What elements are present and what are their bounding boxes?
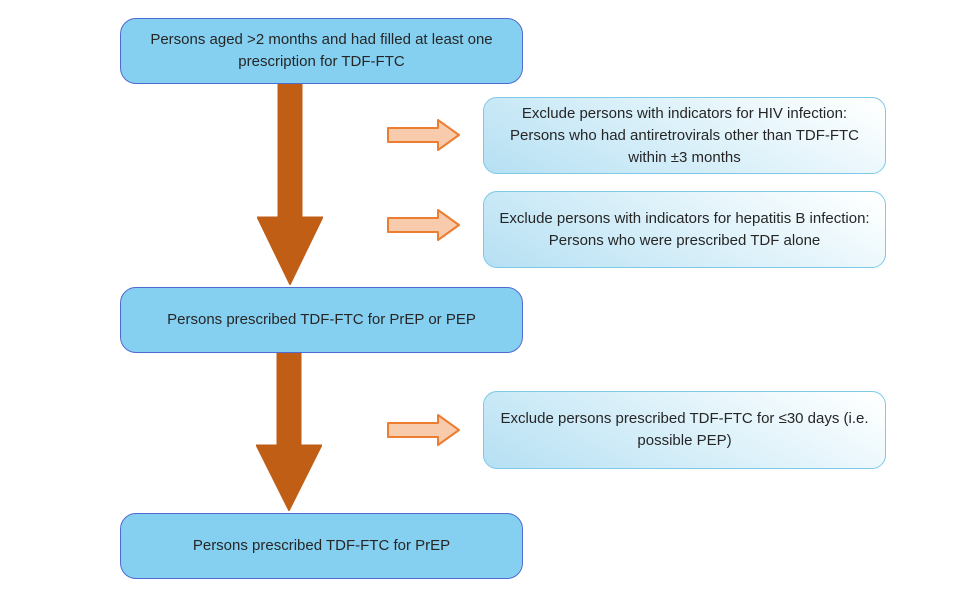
down-arrow-1-icon [257, 84, 323, 285]
flow-box-prep-or-pep: Persons prescribed TDF-FTC for PrEP or P… [120, 287, 523, 353]
flow-box-prep-text: Persons prescribed TDF-FTC for PrEP [192, 537, 451, 554]
exclusion-box-hepatitis-b-text: Exclude persons with indicators for hepa… [499, 209, 870, 249]
exclude-arrow-3-icon [387, 414, 460, 446]
exclusion-box-pep: Exclude persons prescribed TDF-FTC for ≤… [483, 391, 886, 469]
flow-box-prep: Persons prescribed TDF-FTC for PrEP [120, 513, 523, 579]
exclude-arrow-1-icon [387, 119, 460, 151]
flow-box-prep-or-pep-text: Persons prescribed TDF-FTC for PrEP or P… [167, 311, 476, 328]
down-arrow-2-icon [256, 353, 322, 511]
exclusion-box-hepatitis-b: Exclude persons with indicators for hepa… [483, 191, 886, 268]
flow-box-population: Persons aged >2 months and had filled at… [120, 18, 523, 84]
exclude-arrow-2-icon [387, 209, 460, 241]
exclusion-box-pep-text: Exclude persons prescribed TDF-FTC for ≤… [500, 410, 869, 449]
flow-box-population-text: Persons aged >2 months and had filled at… [150, 31, 493, 70]
exclusion-box-hiv: Exclude persons with indicators for HIV … [483, 97, 886, 174]
exclusion-box-hiv-text: Exclude persons with indicators for HIV … [509, 104, 860, 166]
